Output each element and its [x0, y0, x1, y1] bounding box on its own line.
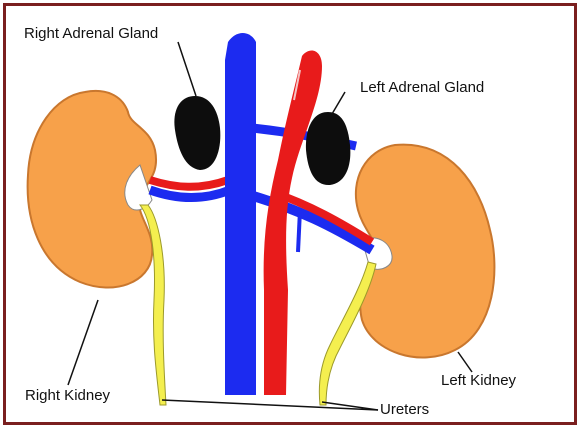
- label-right-kidney: Right Kidney: [25, 387, 111, 404]
- left-ureter: [319, 262, 376, 405]
- label-right-adrenal-gland: Right Adrenal Gland: [24, 25, 158, 42]
- leader-right-kidney: [68, 300, 98, 385]
- inferior-vena-cava: [225, 33, 256, 395]
- left-adrenal-gland: [306, 112, 350, 185]
- label-left-kidney: Left Kidney: [441, 372, 517, 389]
- leader-left-kidney: [458, 352, 472, 372]
- label-left-adrenal-gland: Left Adrenal Gland: [360, 79, 484, 96]
- right-renal-artery: [150, 180, 228, 187]
- gonadal-vein: [298, 210, 300, 252]
- leader-left-adrenal: [332, 92, 345, 114]
- leader-right-adrenal: [178, 42, 196, 96]
- right-renal-vein: [150, 190, 230, 198]
- label-ureters: Ureters: [380, 401, 429, 418]
- right-adrenal-gland: [174, 96, 220, 170]
